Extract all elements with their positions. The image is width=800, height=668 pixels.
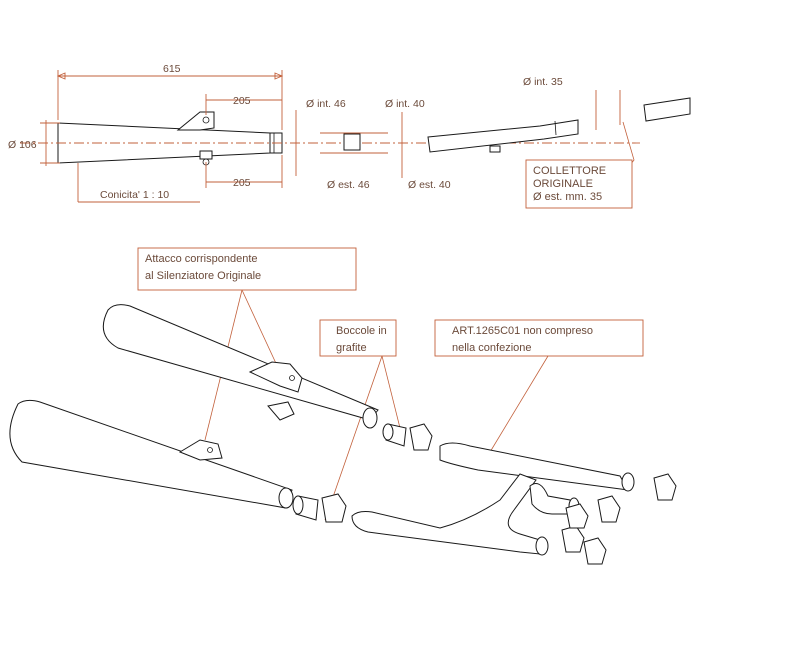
link-pipe [427,119,579,153]
boccole-line-1: Boccole in [336,325,387,337]
taper-label: Conicita' 1 : 10 [100,189,169,201]
clamp-right-4 [583,537,607,565]
bracket-bottom-label: 205 [233,177,251,189]
bracket-top-label: 205 [233,95,251,107]
graphite-sleeve [343,133,361,151]
int35-label: Ø int. 35 [523,76,563,88]
collettore-line-3: Ø est. mm. 35 [533,191,602,203]
original-collector [643,97,691,122]
est46-label: Ø est. 46 [327,179,370,191]
length-label: 615 [163,63,181,75]
attacco-line-1: Attacco corrispondente [145,253,258,265]
int46-label: Ø int. 46 [306,98,346,110]
art-box [434,319,644,357]
collettore-line-1: COLLETTORE [533,165,606,177]
link-pipe-lower [351,473,541,555]
clamp-right-1 [653,473,677,501]
clamp-right-2 [597,495,621,523]
lower-silencer [9,399,293,509]
boccole-box [319,319,397,357]
exploded-view: Attacco corrispondente al Silenziatore O… [9,247,677,565]
upper-lug [267,401,295,421]
lower-bracket [178,439,223,461]
lower-outlet [278,487,294,509]
art-line-2: nella confezione [452,342,532,354]
bottom-lug [199,150,213,160]
upper-bracket [248,361,303,393]
clamp-right-5 [565,503,589,529]
side-view: 615 205 205 Ø 106 Conicita' 1 : 10 Ø int… [8,63,691,209]
boccole-line-2: grafite [336,342,367,354]
upper-outlet [362,407,378,429]
upper-clamp [409,423,433,451]
diameter-106-label: Ø 106 [8,139,37,151]
top-bracket [176,111,215,131]
clamp-right-3 [561,525,585,553]
est40-label: Ø est. 40 [408,179,451,191]
collettore-box [525,159,633,209]
attacco-line-2: al Silenziatore Originale [145,270,261,282]
lower-clamp [321,493,347,523]
art-line-1: ART.1265C01 non compreso [452,325,593,337]
attacco-box [137,247,357,291]
collettore-line-2: ORIGINALE [533,178,593,190]
int40-label: Ø int. 40 [385,98,425,110]
